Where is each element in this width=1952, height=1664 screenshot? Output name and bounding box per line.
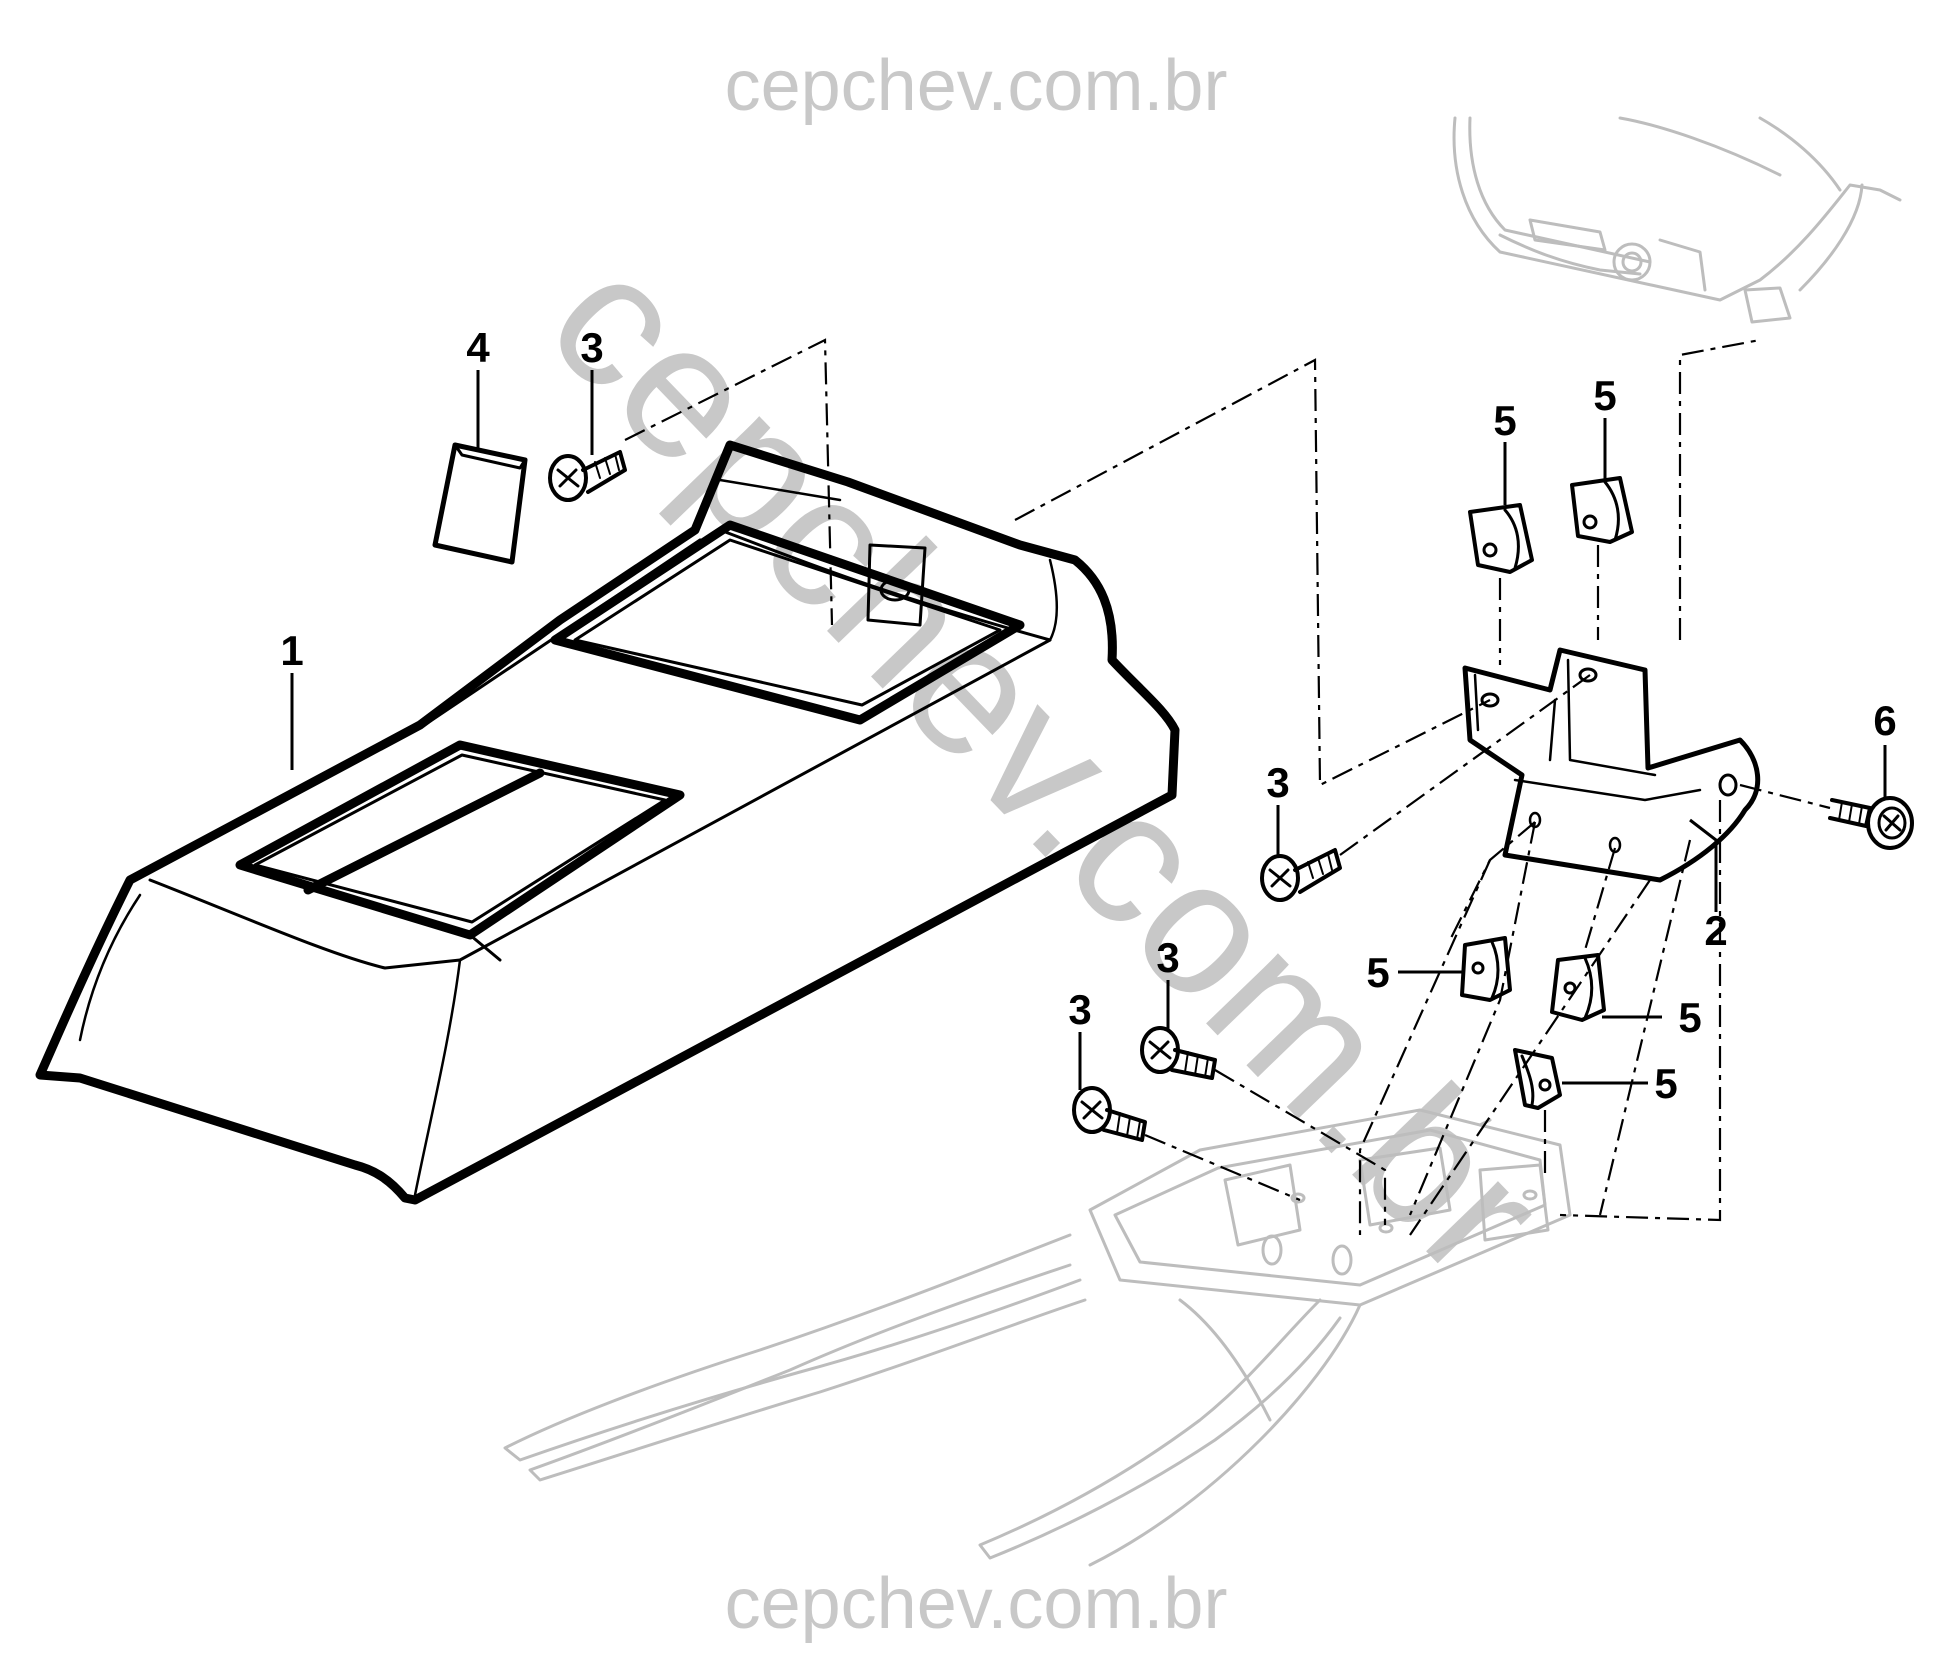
callout-clip-mid-left: 5 (1366, 949, 1389, 996)
screw-bracket (1260, 848, 1342, 902)
clip-mid-right (1550, 953, 1606, 1022)
clip-top-left (1468, 503, 1534, 574)
callout-clip-mid-right: 5 (1678, 994, 1701, 1041)
screw-lower-a (1140, 1026, 1217, 1080)
clip-lower (1513, 1048, 1562, 1110)
bracket (1462, 647, 1761, 883)
watermark-top: cepchev.com.br (725, 46, 1228, 126)
callout-screw-lower-a: 3 (1156, 934, 1179, 981)
callout-bolt: 6 (1873, 697, 1896, 744)
assembly-lines (624, 338, 1831, 1236)
clip-top-right (1570, 476, 1634, 544)
screw-top (548, 450, 627, 502)
cap (432, 442, 528, 565)
watermark-bottom: cepchev.com.br (725, 1564, 1228, 1644)
seat-base-ghost (1452, 116, 1902, 324)
screw-lower-b (1072, 1086, 1147, 1142)
callout-clip-top-left: 5 (1493, 397, 1516, 444)
callout-screw-top: 3 (580, 324, 603, 371)
bolt (1828, 796, 1914, 850)
callout-clip-top-right: 5 (1593, 372, 1616, 419)
floor-console (35, 440, 1180, 1205)
callout-bracket: 2 (1704, 907, 1727, 954)
callout-cap: 4 (466, 324, 490, 371)
floor-tunnel-ghost (503, 1108, 1572, 1567)
callout-screw-bracket: 3 (1266, 759, 1289, 806)
callout-screw-lower-b: 3 (1068, 986, 1091, 1033)
leader-lines (290, 370, 1887, 1090)
callout-clip-lower: 5 (1654, 1060, 1677, 1107)
callout-console: 1 (280, 627, 303, 674)
